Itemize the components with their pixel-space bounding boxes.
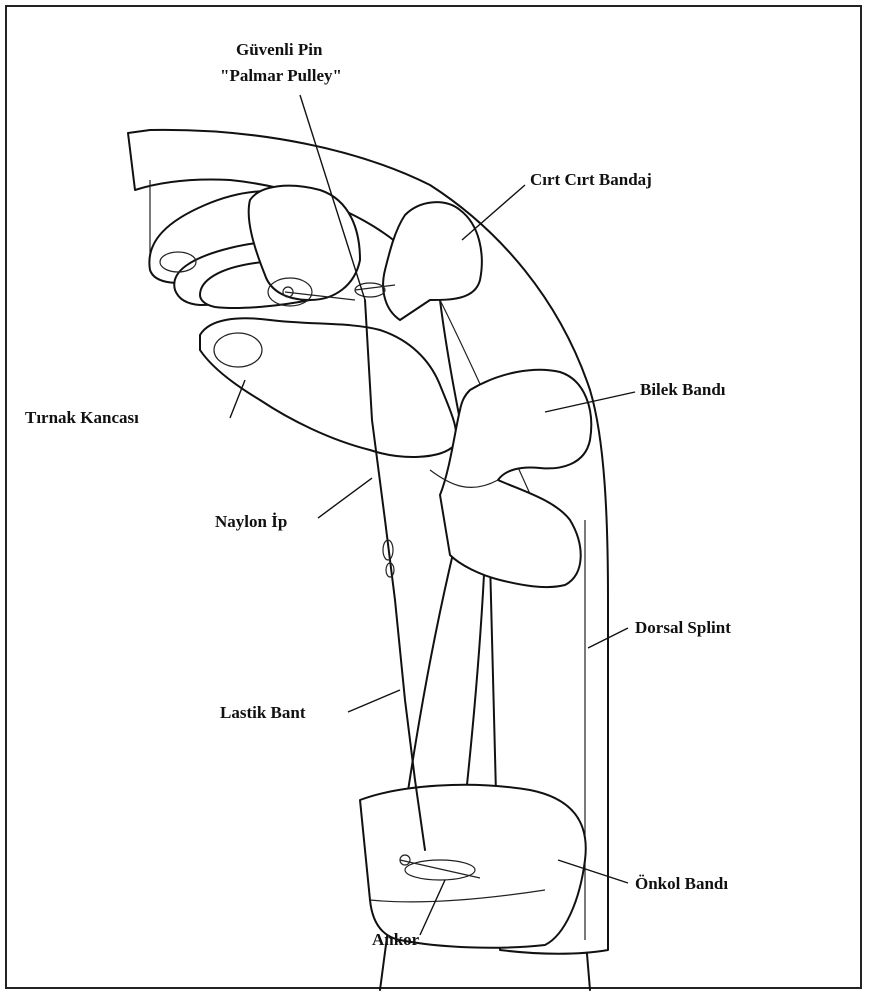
label-anchor: Ankor xyxy=(372,930,419,950)
label-rubber-band: Lastik Bant xyxy=(220,703,306,723)
label-palmar-pulley: "Palmar Pulley" xyxy=(220,66,342,86)
label-dorsal-splint: Dorsal Splint xyxy=(635,618,731,638)
label-velcro-strap: Cırt Cırt Bandaj xyxy=(530,170,652,190)
label-wrist-strap: Bilek Bandı xyxy=(640,380,726,400)
fingers xyxy=(149,186,360,308)
label-nail-hook: Tırnak Kancası xyxy=(25,408,139,428)
label-safety-pin: Güvenli Pin xyxy=(236,40,322,60)
thumb-palm xyxy=(200,318,456,457)
label-forearm-strap: Önkol Bandı xyxy=(635,874,728,894)
label-nylon-string: Naylon İp xyxy=(215,512,287,532)
